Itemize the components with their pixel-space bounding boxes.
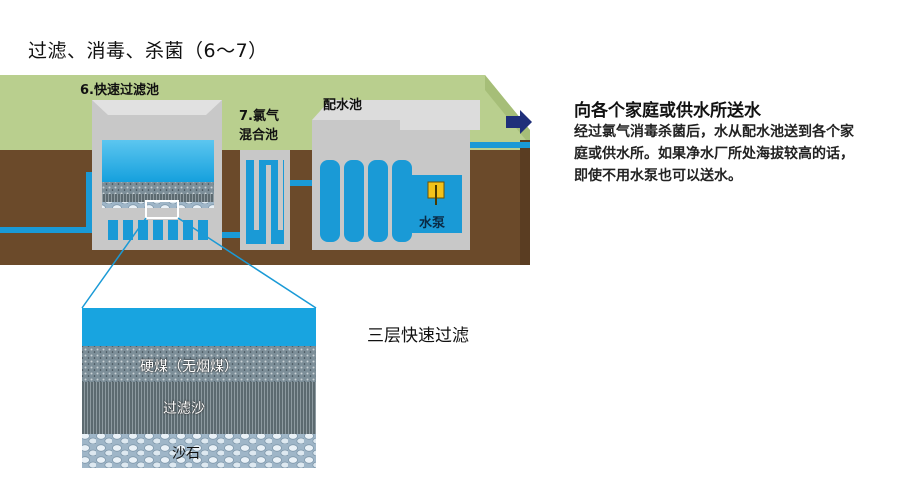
inlet-pipe [0,227,95,233]
coal-layer-label: 硬煤（无烟煤） [140,356,238,376]
rapid-filter-pool [92,100,222,250]
layers-heading: 三层快速过滤 [367,321,469,346]
soil-side [520,140,530,265]
gravel-layer-label: 沙石 [172,443,200,463]
chlorine-mixing-pool [240,150,290,250]
side-description: 经过氯气消毒杀菌后，水从配水池送到各个家庭或供水所。如果净水厂所处海拔较高的话，… [574,121,854,187]
pump-label: 水泵 [419,212,445,231]
filter-pool-label: 6.快速过滤池 [80,82,159,99]
side-heading: 向各个家庭或供水所送水 [574,96,761,121]
mix-pool-label-line2: 混合池 [239,127,278,144]
distribution-tank-label: 配水池 [323,97,362,114]
mix-pool-label-line1: 7.氯气 [239,108,279,125]
distribution-tank [312,100,480,250]
sand-layer-label: 过滤沙 [163,398,205,418]
